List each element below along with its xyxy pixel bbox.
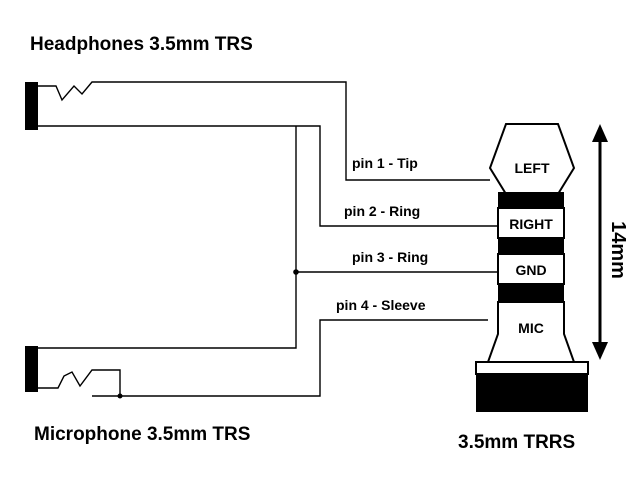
trrs-title: 3.5mm TRRS	[458, 432, 575, 453]
headphones-ring-wire	[38, 125, 498, 227]
segment-gnd-label: GND	[515, 262, 546, 278]
plug-insulator-3	[498, 284, 564, 302]
plug-handle	[476, 374, 588, 412]
microphone-sleeve-wire	[92, 319, 488, 397]
pin3-label: pin 3 - Ring	[352, 249, 428, 265]
microphone-title: Microphone 3.5mm TRS	[34, 424, 250, 445]
pin4-label: pin 4 - Sleeve	[336, 297, 426, 313]
plug-insulator-1	[498, 192, 564, 208]
microphone-contact-wire	[38, 369, 121, 396]
dimension-label: 14mm	[607, 221, 629, 279]
arrow-up-icon	[592, 124, 608, 142]
plug-tip-left	[488, 123, 576, 195]
pin1-label: pin 1 - Tip	[352, 155, 418, 171]
segment-right-label: RIGHT	[509, 216, 553, 232]
segment-left-label: LEFT	[515, 160, 550, 176]
trrs-plug: LEFT RIGHT GND MIC	[475, 123, 589, 412]
dimension-arrow: 14mm	[592, 124, 629, 360]
headphones-jack-body	[25, 82, 38, 130]
headphones-tip-wire	[38, 81, 490, 181]
ground-junction-dot	[293, 269, 299, 275]
segment-mic-label: MIC	[518, 320, 544, 336]
microphone-jack-body	[25, 346, 38, 392]
arrow-down-icon	[592, 342, 608, 360]
microphone-ground-wire	[38, 271, 498, 349]
plug-insulator-2	[498, 238, 564, 254]
headphones-title: Headphones 3.5mm TRS	[30, 34, 253, 55]
plug-ring-gnd	[497, 253, 565, 285]
microphone-jack-symbol	[25, 271, 498, 399]
microphone-junction-dot	[117, 393, 123, 399]
headphones-jack-symbol	[25, 81, 498, 227]
plug-collar	[475, 361, 589, 375]
pin2-label: pin 2 - Ring	[344, 203, 420, 219]
